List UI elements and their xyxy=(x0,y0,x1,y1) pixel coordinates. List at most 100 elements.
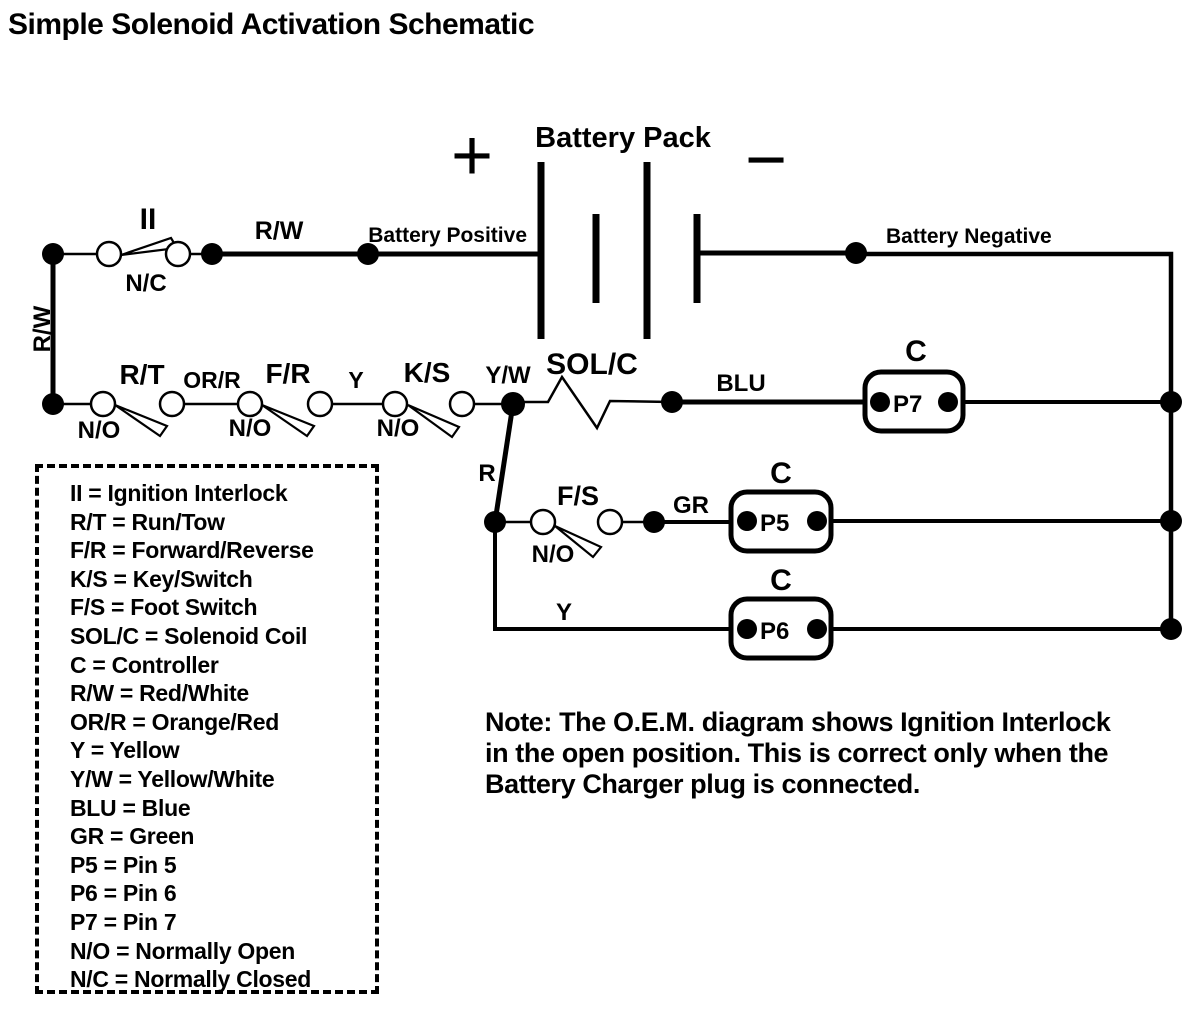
wire-yellow-row4 xyxy=(493,520,733,631)
controller-p7-label: C xyxy=(905,335,927,368)
controller-p5-pin-right xyxy=(807,511,827,531)
note-line: Note: The O.E.M. diagram shows Ignition … xyxy=(485,707,1111,737)
page-title: Simple Solenoid Activation Schematic xyxy=(8,8,535,41)
legend-item: P5 = Pin 5 xyxy=(70,851,177,878)
legend-item: OR/R = Orange/Red xyxy=(70,708,279,735)
note-line: Battery Charger plug is connected. xyxy=(485,769,920,799)
minus-icon: − xyxy=(745,120,787,200)
controller-p6-label: C xyxy=(770,564,792,597)
legend-item: BLU = Blue xyxy=(70,794,191,821)
fr-switch-label: F/R xyxy=(265,358,310,389)
legend-item: II = Ignition Interlock xyxy=(70,480,288,506)
legend-item: K/S = Key/Switch xyxy=(70,565,253,592)
junction-dot xyxy=(643,511,665,533)
fs-switch-blade xyxy=(554,524,603,559)
controller-p5-box xyxy=(728,489,834,554)
junction-dot xyxy=(1160,510,1182,532)
ks-switch-blade xyxy=(407,403,461,439)
wire-label-red-white-left: R/W xyxy=(29,305,56,352)
legend-item: P7 = Pin 7 xyxy=(70,908,177,935)
ii-switch-contact-right xyxy=(164,240,192,268)
legend-item: SOL/C = Solenoid Coil xyxy=(70,622,308,649)
battery-pack: Battery Pack + − Battery Positive Batter… xyxy=(368,116,1052,339)
legend-item: R/W = Red/White xyxy=(70,680,249,707)
controller-p5-pin-left xyxy=(737,511,757,531)
ii-switch-contact-left xyxy=(95,240,123,268)
junction-dot xyxy=(845,242,867,264)
junction-dot xyxy=(1160,618,1182,640)
battery-positive-label: Battery Positive xyxy=(368,224,527,247)
legend-item: Y/W = Yellow/White xyxy=(70,765,275,792)
controller-p5-label: C xyxy=(770,457,792,490)
ks-switch-label: K/S xyxy=(404,357,451,388)
battery-negative-label: Battery Negative xyxy=(886,225,1052,248)
fr-switch-contact-right xyxy=(306,390,334,418)
legend-item: F/R = Forward/Reverse xyxy=(70,537,314,564)
junction-dot xyxy=(42,393,64,415)
solenoid-coil-zigzag xyxy=(513,374,673,431)
ii-switch-label: II xyxy=(140,203,157,236)
fr-switch-contact-left xyxy=(236,390,264,418)
rt-switch-state: N/O xyxy=(78,417,121,444)
legend-item: F/S = Foot Switch xyxy=(70,594,258,621)
controller-p5-pin-label: P5 xyxy=(760,510,789,537)
fs-switch-state: N/O xyxy=(532,541,575,568)
fs-switch-contact-right xyxy=(596,508,624,536)
wire-label-yellow-white: Y/W xyxy=(485,362,531,389)
junction-dot xyxy=(201,243,223,265)
wire-labels: R/W R/W OR/R Y Y/W BLU R GR Y xyxy=(29,217,766,626)
legend-item: N/O = Normally Open xyxy=(70,937,295,964)
fr-switch-state: N/O xyxy=(229,415,272,442)
controller-p6-pin-right xyxy=(807,619,827,639)
legend-item: Y = Yellow xyxy=(70,737,180,764)
legend-item: N/C = Normally Closed xyxy=(70,966,312,993)
wire-label-red: R xyxy=(478,460,495,487)
junction-dots xyxy=(42,242,1182,640)
fs-switch-contact-left xyxy=(529,508,557,536)
wire-label-blue: BLU xyxy=(716,370,765,397)
controller-p7: C P7 xyxy=(862,335,966,434)
ii-switch-state: N/C xyxy=(125,270,166,297)
ii-switch: II N/C xyxy=(95,203,192,297)
ks-switch: K/S N/O xyxy=(377,357,476,442)
controller-p6-pin-label: P6 xyxy=(760,618,789,645)
fs-switch: F/S N/O xyxy=(529,481,624,568)
controller-p7-pin-right xyxy=(938,392,958,412)
wire-label-red-white-top: R/W xyxy=(255,217,304,245)
rt-switch-blade xyxy=(114,403,169,438)
controller-p5: C P5 xyxy=(728,457,834,554)
fr-switch-blade xyxy=(261,403,316,438)
wire-label-yellow-row2: Y xyxy=(348,367,363,393)
legend-item: GR = Green xyxy=(70,823,195,850)
junction-dot xyxy=(484,511,506,533)
legend-box: II = Ignition Interlock R/T = Run/Tow F/… xyxy=(35,464,379,994)
junction-dot xyxy=(357,243,379,265)
right-bus-wire xyxy=(856,251,1174,629)
controller-p6-pin-left xyxy=(737,619,757,639)
legend-item: P6 = Pin 6 xyxy=(70,880,177,907)
plus-icon: + xyxy=(451,116,493,196)
wire-label-green: GR xyxy=(673,492,709,519)
rt-switch-contact-left xyxy=(89,390,117,418)
fr-switch: F/R N/O xyxy=(229,358,334,442)
controller-p6-box xyxy=(728,596,834,661)
junction-dot xyxy=(501,392,525,416)
note-line: in the open position. This is correct on… xyxy=(485,738,1109,768)
rt-switch-label: R/T xyxy=(119,359,164,390)
legend-item: C = Controller xyxy=(70,651,219,678)
ks-switch-state: N/O xyxy=(377,415,420,442)
controller-p7-pin-label: P7 xyxy=(893,391,922,418)
rt-switch-contact-right xyxy=(158,390,186,418)
battery-pack-label: Battery Pack xyxy=(535,122,712,154)
controller-p7-box xyxy=(862,369,966,434)
wire-label-yellow-row4: Y xyxy=(556,599,572,626)
controller-p6: C P6 xyxy=(728,564,834,661)
junction-dot xyxy=(1160,391,1182,413)
controller-p7-pin-left xyxy=(870,392,890,412)
wire-label-orange-red: OR/R xyxy=(183,367,241,393)
rt-switch: R/T N/O xyxy=(78,359,186,444)
solenoid-coil-label: SOL/C xyxy=(546,348,638,381)
solenoid-coil: SOL/C xyxy=(513,348,673,431)
fs-switch-label: F/S xyxy=(557,481,599,511)
